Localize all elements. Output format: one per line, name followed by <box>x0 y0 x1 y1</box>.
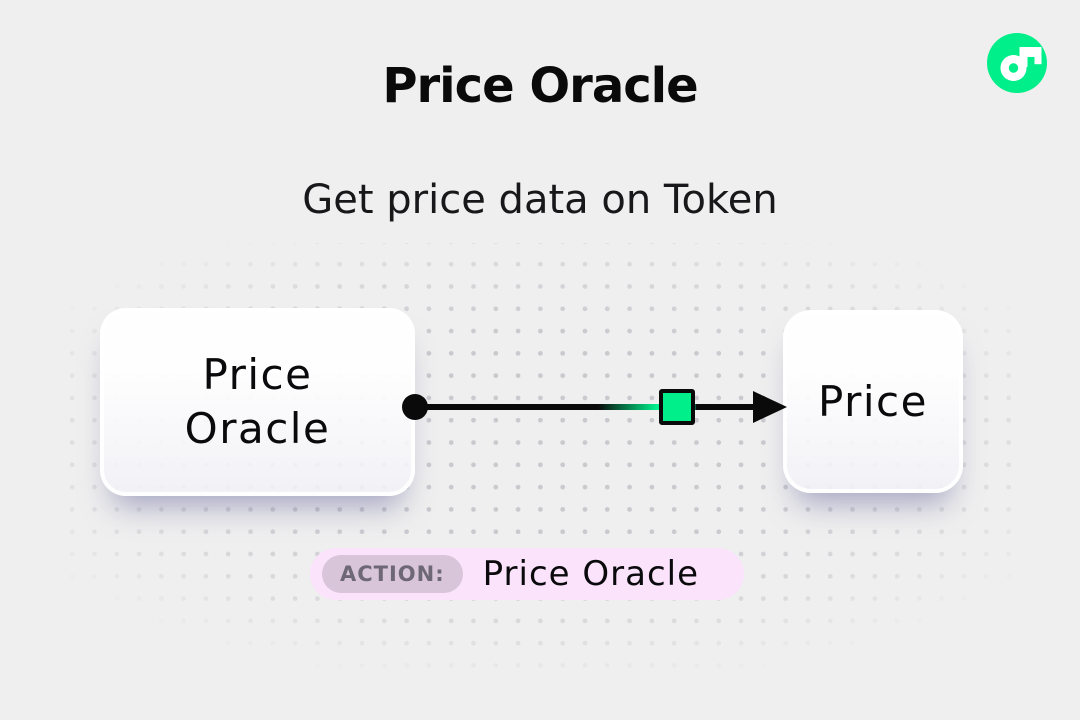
page-title: Price Oracle <box>382 58 698 114</box>
diagram-node-price-oracle: Price Oracle <box>100 308 415 496</box>
diagram-node-price: Price <box>783 310 963 493</box>
page-subtitle: Get price data on Token <box>302 177 778 223</box>
edge-start-dot <box>402 394 428 420</box>
node-label: Price <box>818 376 928 426</box>
action-pill: ACTION: Price Oracle <box>310 548 744 600</box>
edge-arrowhead-icon <box>753 391 787 423</box>
edge-line <box>415 404 760 410</box>
action-name: Price Oracle <box>482 554 700 594</box>
node-label: Price Oracle <box>184 350 331 453</box>
flow-logo-icon <box>987 33 1047 93</box>
edge-marker-square <box>659 389 695 425</box>
action-badge: ACTION: <box>322 555 463 593</box>
